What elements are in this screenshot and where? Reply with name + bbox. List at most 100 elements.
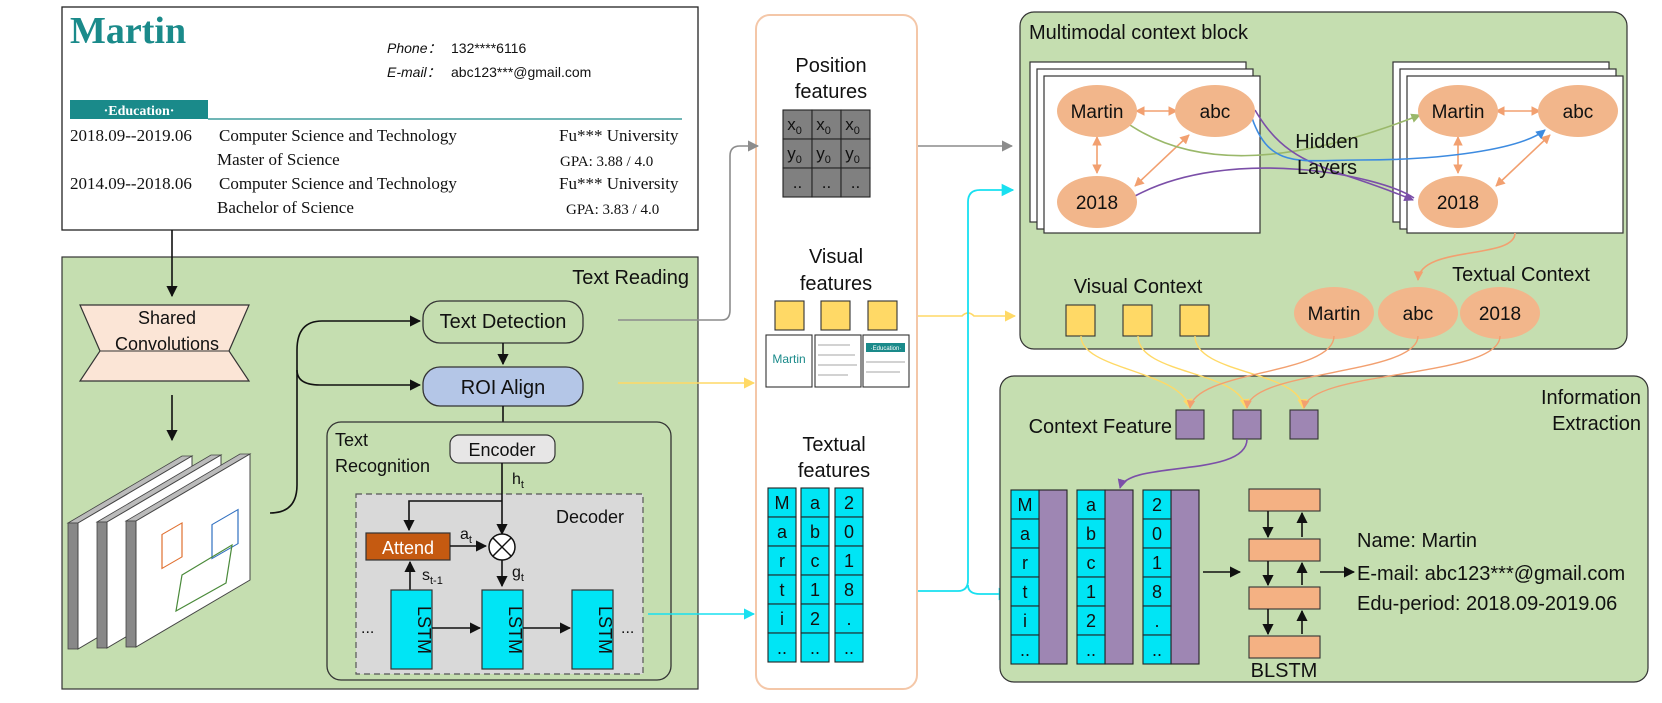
extraction-cell bbox=[1076, 605, 1106, 636]
at-label: at bbox=[460, 526, 472, 546]
extraction-cell bbox=[1076, 576, 1106, 607]
context-feature-square bbox=[1232, 409, 1262, 440]
text-reading-title: Text Reading bbox=[572, 267, 689, 289]
ht-to-attend-arrow bbox=[403, 500, 502, 532]
textual-features-title-1: Textual bbox=[802, 434, 865, 456]
thumbnail bbox=[862, 334, 910, 388]
extraction-cell-label: 2 bbox=[1086, 611, 1096, 631]
visual-feature-squares bbox=[774, 300, 898, 331]
extraction-cell-label: a bbox=[1086, 495, 1097, 515]
extraction-cell bbox=[1010, 489, 1040, 520]
ht-label: ht bbox=[512, 471, 524, 491]
edu-major: Computer Science and Technology bbox=[219, 174, 457, 193]
lstm-cell: LSTM bbox=[571, 589, 615, 670]
shared-conv-label-2: Convolutions bbox=[115, 334, 219, 354]
education-title: ·Education· bbox=[104, 104, 175, 119]
thumbnail bbox=[814, 334, 862, 388]
textual-cell-label: a bbox=[810, 493, 821, 513]
lstm-label: LSTM bbox=[505, 606, 525, 654]
textual-features-title-2: features bbox=[798, 460, 870, 482]
extraction-cell-label: .. bbox=[1020, 640, 1030, 660]
extraction-cell bbox=[1142, 547, 1172, 578]
extraction-title-2: Extraction bbox=[1552, 413, 1641, 435]
phone-value: 132****6116 bbox=[451, 40, 526, 56]
text-detection-block: Text Detection bbox=[422, 300, 584, 344]
textual-cell-label: 0 bbox=[844, 522, 854, 542]
position-cell-label: y0 bbox=[816, 144, 831, 166]
maps-to-detection-arrow bbox=[269, 315, 422, 514]
lstm-label: LSTM bbox=[595, 606, 615, 654]
visual-features-title-2: features bbox=[800, 273, 872, 295]
textual-cell-label: . bbox=[846, 609, 851, 629]
extraction-cell bbox=[1076, 547, 1106, 578]
position-cell bbox=[782, 109, 813, 140]
position-cell bbox=[840, 167, 871, 198]
textual-features-grid: Marti..abc12..2018... bbox=[767, 487, 864, 663]
textual-context-node bbox=[1378, 287, 1458, 339]
context-column bbox=[1038, 489, 1068, 665]
position-cell bbox=[782, 167, 813, 198]
extraction-cell bbox=[1010, 605, 1040, 636]
textual-cell-label: 2 bbox=[810, 609, 820, 629]
hidden-layers-label-2: Layers bbox=[1297, 157, 1357, 179]
textual-cell-label: .. bbox=[844, 638, 854, 658]
textual-cell-label: 1 bbox=[844, 551, 854, 571]
textual-cell bbox=[800, 574, 830, 605]
position-cell bbox=[840, 109, 871, 140]
resume-name: Martin bbox=[70, 10, 186, 52]
position-cell-label: y0 bbox=[845, 144, 860, 166]
textual-cell-label: r bbox=[779, 551, 785, 571]
textual-cell-label: a bbox=[777, 522, 788, 542]
position-cell-label: .. bbox=[851, 173, 860, 192]
attend-box bbox=[365, 532, 451, 561]
text-recognition-label-2: Recognition bbox=[335, 456, 430, 476]
graph-node-abc bbox=[1538, 85, 1618, 137]
extraction-cell bbox=[1076, 489, 1106, 520]
textual-cell-label: M bbox=[775, 493, 790, 513]
email-value: abc123***@gmail.com bbox=[451, 64, 591, 80]
textual-cell bbox=[800, 487, 830, 518]
graph-node-label: 2018 bbox=[1437, 193, 1479, 214]
extraction-cell bbox=[1010, 634, 1040, 665]
edu-period: 2014.09--2018.06 bbox=[70, 174, 192, 193]
visual-features-title-1: Visual bbox=[809, 246, 863, 268]
extraction-cell-label: r bbox=[1022, 553, 1028, 573]
context-feature-square bbox=[1289, 409, 1319, 440]
textual-cell bbox=[800, 603, 830, 634]
resume-card: Martin Phone： 132****6116 E-mail： abc123… bbox=[61, 6, 699, 231]
maps-to-roi-arrow bbox=[296, 369, 422, 391]
extraction-cell bbox=[1142, 634, 1172, 665]
textual-to-context-arrow bbox=[918, 183, 1015, 592]
extraction-cell bbox=[1076, 518, 1106, 549]
extraction-cell bbox=[1142, 605, 1172, 636]
edu-period: 2018.09--2019.06 bbox=[70, 126, 192, 145]
visual-feature-square bbox=[774, 300, 805, 331]
position-cell bbox=[840, 138, 871, 169]
textual-cell-label: t bbox=[779, 580, 784, 600]
extraction-cell-label: .. bbox=[1152, 640, 1162, 660]
extraction-columns: Marti..abc12..2018... bbox=[1010, 489, 1200, 665]
result-edu-period: Edu-period: 2018.09-2019.06 bbox=[1357, 593, 1617, 615]
extraction-cell-label: b bbox=[1086, 524, 1096, 544]
textual-cell bbox=[834, 545, 864, 576]
textual-context-node-label: abc bbox=[1403, 304, 1434, 325]
lstm-cell: LSTM bbox=[481, 589, 525, 670]
textual-cell-label: i bbox=[780, 609, 784, 629]
context-feature-squares bbox=[1175, 409, 1319, 440]
visual-context-square bbox=[1122, 304, 1153, 337]
textual-cell bbox=[834, 603, 864, 634]
position-cell-label: .. bbox=[793, 173, 802, 192]
email-label: E-mail： bbox=[387, 64, 441, 80]
extraction-cell-label: . bbox=[1154, 611, 1159, 631]
graph-node-martin bbox=[1057, 85, 1137, 137]
textual-to-extraction-arrow bbox=[967, 584, 1012, 601]
edu-gpa: GPA: 3.88 / 4.0 bbox=[560, 154, 653, 170]
context-feature-square bbox=[1175, 409, 1205, 440]
context-column bbox=[1104, 489, 1134, 665]
education-rows: 2018.09--2019.06 Computer Science and Te… bbox=[70, 126, 679, 218]
extraction-cell-label: 0 bbox=[1152, 524, 1162, 544]
thumbnail-text: Martin bbox=[772, 352, 805, 366]
context-block-title: Multimodal context block bbox=[1029, 22, 1249, 44]
position-cell bbox=[811, 138, 842, 169]
